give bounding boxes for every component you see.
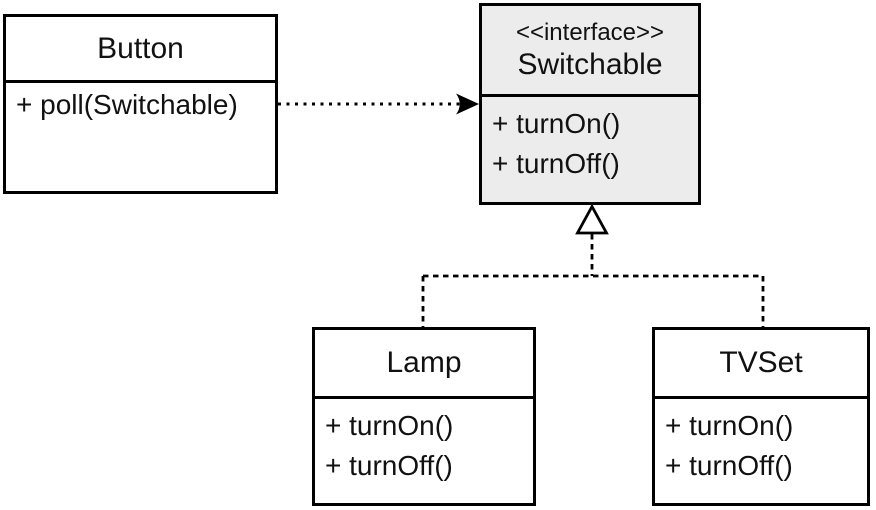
class-methods-compartment: + turnOn() + turnOff() bbox=[315, 399, 533, 503]
dependency-arrowhead-icon bbox=[456, 93, 479, 115]
class-name-switchable: Switchable bbox=[517, 47, 663, 81]
stereotype-label: <<interface>> bbox=[515, 18, 665, 46]
method-label: + poll(Switchable) bbox=[16, 89, 238, 120]
class-title-compartment: TVSet bbox=[655, 330, 867, 399]
class-box-lamp: Lamp + turnOn() + turnOff() bbox=[312, 327, 536, 506]
class-methods-compartment: + turnOn() + turnOff() bbox=[482, 97, 698, 202]
class-name-tvset: TVSet bbox=[719, 346, 803, 379]
class-title-compartment: Button bbox=[6, 17, 275, 83]
realization-hollow-triangle-icon bbox=[575, 203, 609, 235]
method-label: + turnOff() bbox=[492, 148, 620, 179]
class-title-compartment: Lamp bbox=[315, 330, 533, 399]
method-label: + turnOn() bbox=[492, 108, 621, 139]
class-name-lamp: Lamp bbox=[386, 346, 462, 379]
class-methods-compartment: + turnOn() + turnOff() bbox=[655, 399, 867, 503]
class-box-button: Button + poll(Switchable) bbox=[3, 14, 278, 194]
method-label: + turnOn() bbox=[325, 410, 454, 441]
method-label: + turnOff() bbox=[665, 450, 793, 481]
class-title-compartment: <<interface>> Switchable bbox=[482, 6, 698, 97]
class-box-tvset: TVSet + turnOn() + turnOff() bbox=[652, 327, 870, 506]
interface-box-switchable: <<interface>> Switchable + turnOn() + tu… bbox=[479, 3, 701, 205]
method-label: + turnOff() bbox=[325, 450, 453, 481]
class-name-button: Button bbox=[97, 31, 184, 65]
method-label: + turnOn() bbox=[665, 410, 794, 441]
class-methods-compartment: + poll(Switchable) bbox=[6, 83, 275, 191]
